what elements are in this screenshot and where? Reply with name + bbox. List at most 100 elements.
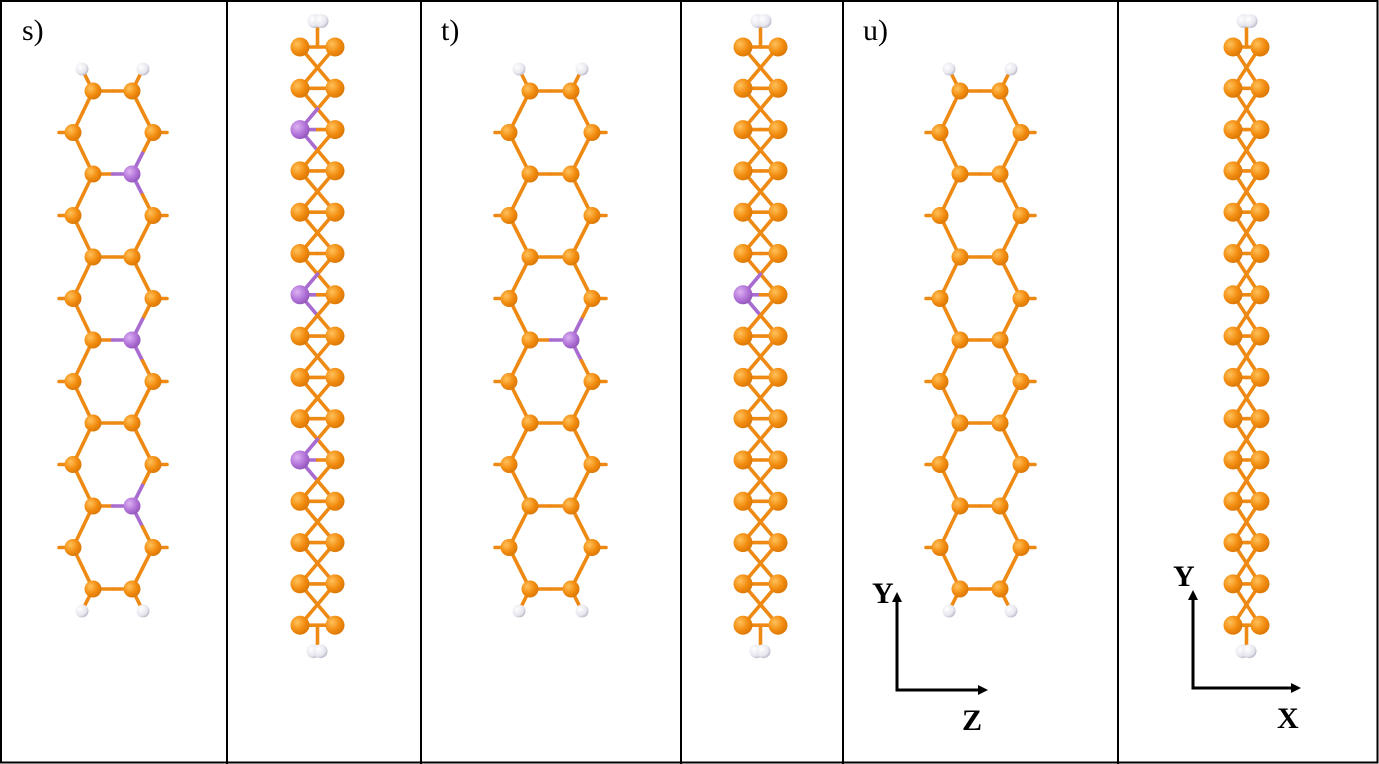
host-atom — [1223, 285, 1243, 305]
host-atom — [991, 580, 1009, 598]
host-atom — [500, 290, 518, 307]
bonds-layer — [57, 23, 1262, 650]
host-atom — [951, 497, 969, 515]
host-atom — [1223, 533, 1243, 553]
host-atom — [144, 539, 162, 556]
host-atom — [991, 165, 1009, 183]
host-atom — [768, 574, 788, 594]
host-atom — [583, 456, 601, 473]
host-atom — [1250, 244, 1270, 263]
axis-label-x: X — [1277, 702, 1299, 735]
host-atom — [1012, 456, 1030, 473]
host-atom — [1250, 285, 1270, 305]
host-atom — [325, 120, 345, 140]
host-atom — [562, 165, 580, 183]
host-atom — [325, 285, 345, 305]
axis-label-y: Y — [1173, 560, 1195, 593]
host-atom — [123, 414, 141, 432]
host-atom — [991, 248, 1009, 266]
host-atom — [144, 456, 162, 473]
dopant-atom — [290, 120, 310, 140]
host-atom — [1012, 290, 1030, 307]
host-atom — [951, 248, 969, 266]
dopant-atom — [562, 331, 580, 349]
host-atom — [931, 373, 949, 390]
host-atom — [84, 414, 102, 432]
host-atom — [325, 491, 345, 511]
host-atom — [64, 539, 82, 556]
host-atom — [123, 82, 141, 100]
hydrogen-atom — [75, 604, 89, 618]
host-atom — [521, 165, 539, 183]
host-atom — [64, 290, 82, 307]
panel-label-u: u) — [863, 14, 888, 47]
hydrogen-atom — [75, 62, 89, 76]
host-atom — [1250, 409, 1270, 429]
host-atom — [583, 539, 601, 556]
hydrogen-atom — [757, 14, 772, 28]
host-atom — [500, 539, 518, 556]
host-atom — [84, 248, 102, 266]
host-atom — [1012, 539, 1030, 556]
host-atom — [144, 290, 162, 307]
host-atom — [325, 326, 345, 346]
hydrogen-atom — [1243, 14, 1258, 28]
axis-label-y: Y — [872, 577, 894, 610]
host-atom — [1250, 615, 1270, 635]
host-atom — [733, 37, 753, 57]
host-atom — [500, 124, 518, 141]
host-atom — [1223, 120, 1243, 140]
host-atom — [325, 161, 345, 181]
hydrogen-atom — [575, 604, 589, 618]
host-atom — [768, 326, 788, 346]
host-atom — [931, 207, 949, 224]
host-atom — [768, 491, 788, 511]
host-atom — [951, 414, 969, 432]
host-atom — [991, 414, 1009, 432]
host-atom — [768, 244, 788, 263]
host-atom — [931, 539, 949, 556]
host-atom — [1012, 207, 1030, 224]
host-atom — [562, 248, 580, 266]
host-atom — [733, 78, 753, 98]
host-atom — [583, 373, 601, 390]
hydrogen-atom — [942, 62, 956, 76]
host-atom — [64, 373, 82, 390]
host-atom — [325, 78, 345, 98]
host-atom — [290, 574, 310, 594]
host-atom — [290, 37, 310, 57]
host-atom — [84, 331, 102, 349]
hydrogen-atom — [942, 604, 956, 618]
host-atom — [64, 456, 82, 473]
host-atom — [1250, 326, 1270, 346]
host-atom — [521, 580, 539, 598]
host-atom — [1223, 450, 1243, 470]
host-atom — [768, 409, 788, 429]
host-atom — [325, 533, 345, 553]
host-atom — [144, 373, 162, 390]
host-atom — [84, 580, 102, 598]
host-atom — [1223, 574, 1243, 594]
host-atom — [768, 202, 788, 222]
hydrogen-atom — [136, 62, 150, 76]
host-atom — [768, 37, 788, 57]
host-atom — [768, 533, 788, 553]
host-atom — [931, 290, 949, 307]
host-atom — [521, 414, 539, 432]
host-atom — [1012, 373, 1030, 390]
host-atom — [1250, 533, 1270, 553]
host-atom — [951, 580, 969, 598]
host-atom — [144, 207, 162, 224]
hydrogen-atom — [314, 14, 329, 28]
host-atom — [991, 497, 1009, 515]
host-atom — [1223, 615, 1243, 635]
host-atom — [583, 207, 601, 224]
host-atom — [64, 124, 82, 141]
host-atom — [991, 331, 1009, 349]
host-atom — [325, 37, 345, 57]
host-atom — [290, 491, 310, 511]
hydrogen-atom — [313, 644, 328, 659]
host-atom — [521, 82, 539, 100]
host-atom — [733, 574, 753, 594]
